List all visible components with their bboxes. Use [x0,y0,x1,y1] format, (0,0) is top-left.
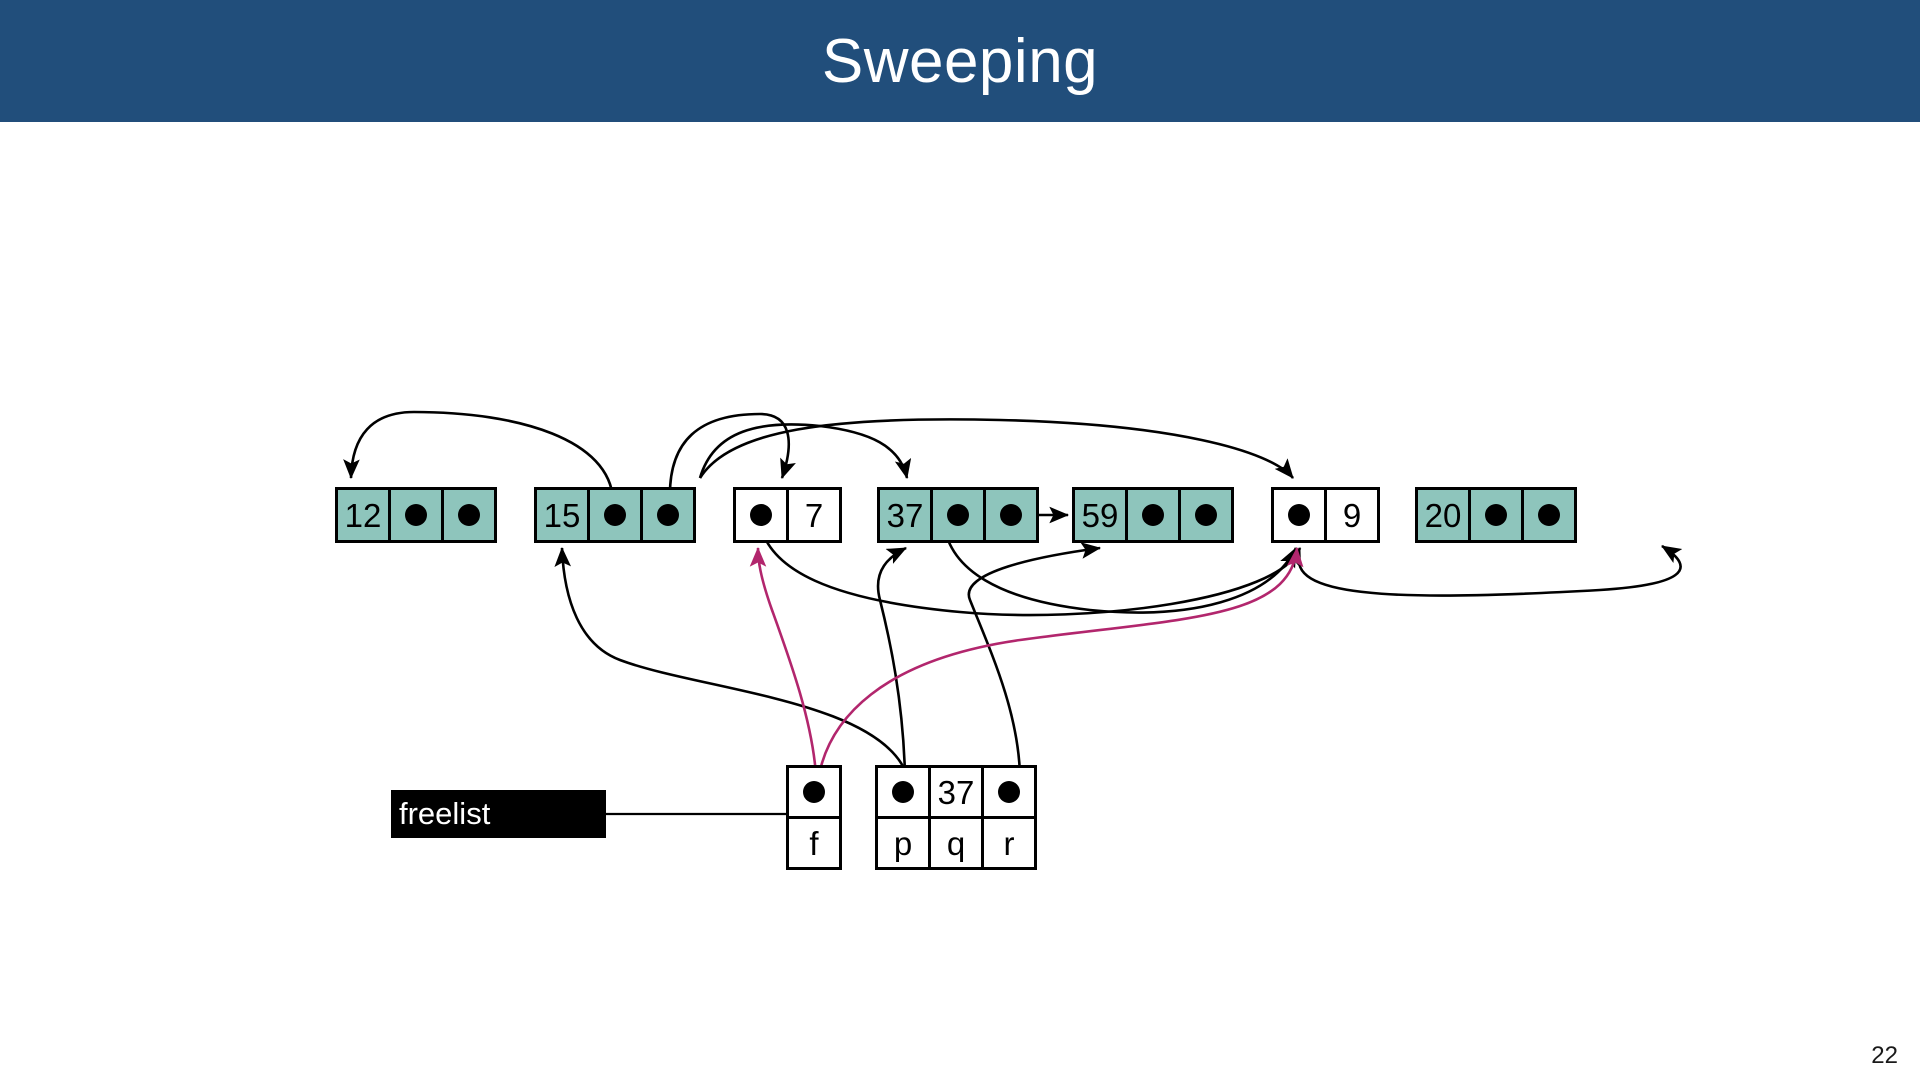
heap-block-15: 15 [534,487,696,543]
slide-header-bar: Sweeping [0,0,1920,122]
pointer-dot-icon [803,781,825,803]
pointer-dot-icon [947,504,969,526]
heap-block-37: 37 [877,487,1039,543]
block-15-pointer-cell-2 [640,487,696,543]
pointer-dot-icon [1485,504,1507,526]
struct-pqr-val-value-cell-1: 37 [928,765,984,819]
pointer-dot-icon [1195,504,1217,526]
struct-pqr-name-value-cell-0: p [875,816,931,870]
struct-f-name-row: f [786,816,842,870]
block-37-value-cell-0: 37 [877,487,933,543]
struct-f-value-row [786,765,842,819]
block-20-pointer-cell-2 [1521,487,1577,543]
block-9-value-cell-1: 9 [1324,487,1380,543]
pointer-dot-icon [998,781,1020,803]
edge-q-to-37 [876,546,907,776]
block-15-value-cell-0: 15 [534,487,590,543]
pointer-dot-icon [1288,504,1310,526]
pointer-dot-icon [657,504,679,526]
struct-pqr-name-value-cell-1: q [928,816,984,870]
pointer-dot-icon [750,504,772,526]
pointer-dot-icon [1000,504,1022,526]
heap-block-7: 7 [733,487,842,543]
block-9-pointer-cell-0 [1271,487,1327,543]
heap-block-12: 12 [335,487,497,543]
block-15-pointer-cell-1 [587,487,643,543]
pointer-dot-icon [1142,504,1164,526]
freelist-label-box: freelist [391,790,606,838]
struct-f-name-value-cell-0: f [786,816,842,870]
edge-long-to-9 [698,418,1295,479]
heap-block-9: 9 [1271,487,1380,543]
block-20-value-cell-0: 20 [1415,487,1471,543]
freelist-label-text: freelist [399,796,491,831]
page-number: 22 [1871,1042,1898,1069]
struct-f: f [786,765,842,870]
block-37-pointer-cell-1 [930,487,986,543]
block-12-pointer-cell-1 [388,487,444,543]
struct-pqr-val-pointer-cell-2 [981,765,1037,819]
edge-f-to-7 [749,546,818,776]
block-20-pointer-cell-1 [1468,487,1524,543]
block-59-pointer-cell-2 [1178,487,1234,543]
block-7-pointer-cell-0 [733,487,789,543]
block-12-value-cell-0: 12 [335,487,391,543]
edge-7top-to-37 [698,423,912,480]
edge-f-to-9 [817,546,1304,776]
pointer-dot-icon [892,781,914,803]
edge-r-to-59 [967,542,1102,776]
block-37-pointer-cell-2 [983,487,1039,543]
block-59-value-cell-0: 59 [1072,487,1128,543]
edge-p-to-15 [554,546,909,776]
pointer-dot-icon [405,504,427,526]
block-12-pointer-cell-2 [441,487,497,543]
block-7-value-cell-1: 7 [786,487,842,543]
struct-pqr-value-row: 37 [875,765,1037,819]
pointer-dot-icon [604,504,626,526]
struct-pqr-val-pointer-cell-0 [875,765,931,819]
block-59-pointer-cell-1 [1125,487,1181,543]
struct-pqr-name-value-cell-2: r [981,816,1037,870]
pointer-dot-icon [1538,504,1560,526]
heap-block-59: 59 [1072,487,1234,543]
edge-9-to-20 [1297,544,1683,597]
heap-block-20: 20 [1415,487,1577,543]
page-title: Sweeping [821,26,1099,96]
pointer-dot-icon [458,504,480,526]
struct-f-val-pointer-cell-0 [786,765,842,819]
